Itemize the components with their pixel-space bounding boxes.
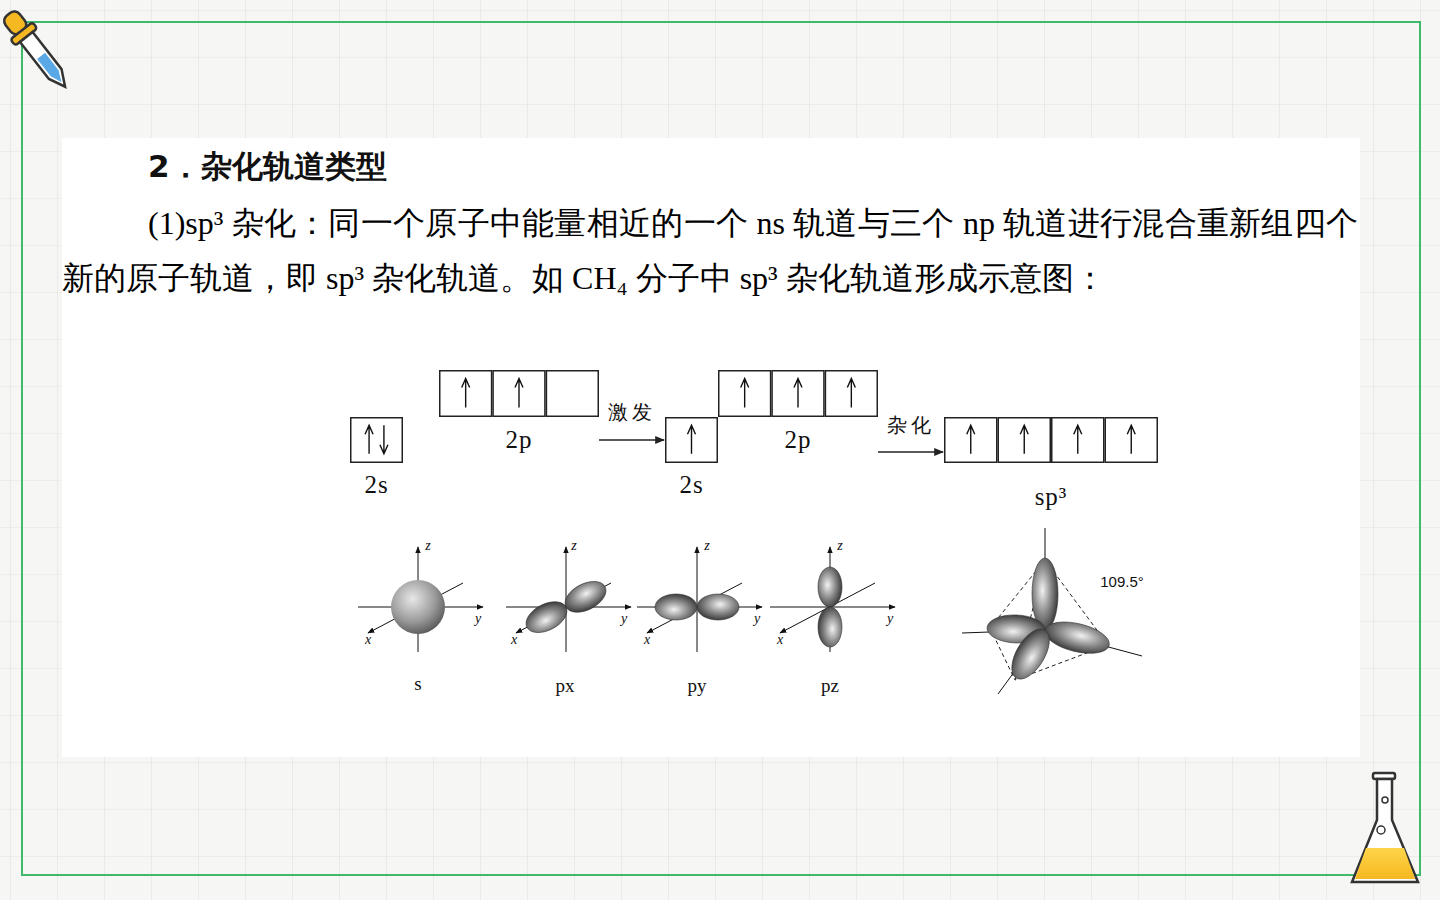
orbital-label: py: [688, 676, 707, 695]
orbital-cells: [439, 370, 599, 417]
orbital-name: 2s: [350, 471, 403, 499]
orbital-cell: [440, 371, 492, 417]
section-title: 2．杂化轨道类型: [148, 146, 387, 188]
s-orbital: [391, 580, 445, 634]
orbital-lobe: [655, 594, 697, 620]
axis-label: y: [887, 612, 893, 626]
orbital-label: pz: [821, 676, 839, 695]
axis-label: y: [475, 612, 481, 626]
axis-label: y: [754, 612, 760, 626]
coordinate-axis: [647, 583, 742, 633]
axis-label: y: [621, 612, 627, 626]
orbital-label: 109.5°: [1100, 574, 1144, 589]
orbital-cells: [350, 417, 403, 463]
axis-label: x: [365, 633, 371, 647]
orbital-cell: [945, 418, 997, 463]
frame: [22, 22, 1420, 875]
axis-label: x: [511, 633, 517, 647]
electron-spin-arrow: [1020, 425, 1028, 454]
orbital-lobe: [1042, 616, 1113, 659]
orbital-lobe: [521, 595, 572, 638]
sp3-tetrahedral-orbitals: [962, 528, 1142, 694]
orbital-cell: [825, 371, 877, 417]
axis-label: x: [644, 633, 650, 647]
electron-spin-arrow: [365, 425, 373, 454]
orbital-box-group: sp³: [944, 417, 1158, 513]
electron-spin-arrow: [794, 378, 802, 407]
process-arrow: [599, 439, 664, 440]
orbital-box-group: 2s: [350, 417, 403, 501]
orbital-cell: [1105, 418, 1157, 463]
coordinate-axis: [697, 547, 698, 652]
orbital-cell: [546, 371, 598, 417]
orbital-cell: [998, 418, 1050, 463]
orbital-cells: [718, 370, 878, 417]
orbital-figure: [770, 547, 895, 652]
orbital-lobe: [818, 567, 842, 607]
orbital-name: 2s: [665, 471, 718, 499]
electron-spin-arrow: [967, 425, 975, 454]
orbital-cell: [351, 418, 403, 463]
electron-spin-arrow: [380, 425, 388, 454]
orbital-cells: [944, 417, 1158, 463]
electron-spin-arrow: [847, 378, 855, 407]
orbital-cells: [665, 417, 718, 463]
orbital-lobe: [560, 575, 611, 618]
orbital-figure: [506, 547, 631, 652]
orbital-box-group: 2s: [665, 417, 718, 501]
electron-spin-arrow: [688, 425, 696, 454]
orbital-cell: [493, 371, 545, 417]
orbital-name: 2p: [439, 426, 599, 454]
orbital-box-group: 2p: [718, 370, 878, 456]
orbital-figure: [637, 547, 762, 652]
axis-label: z: [837, 539, 842, 553]
orbital-cell: [772, 371, 824, 417]
body-paragraph: (1)sp³ 杂化：同一个原子中能量相近的一个 ns 轨道与三个 np 轨道进行…: [62, 196, 1358, 306]
arrow-label: 杂化: [887, 415, 935, 435]
orbital-label: s: [414, 674, 421, 693]
orbital-box-group: 2p: [439, 370, 599, 456]
orbital-lobe: [818, 607, 842, 647]
electron-spin-arrow: [1127, 425, 1135, 454]
axis-label: z: [571, 539, 576, 553]
orbital-cell: [666, 418, 718, 463]
panel: [62, 138, 1360, 757]
flask-icon: [1352, 773, 1418, 882]
electron-spin-arrow: [462, 378, 470, 407]
dropper-icon: [0, 6, 76, 96]
orbital-figure: [358, 547, 483, 652]
electron-spin-arrow: [741, 378, 749, 407]
orbital-name: 2p: [718, 426, 878, 454]
electron-spin-arrow: [1074, 425, 1082, 454]
orbital-lobe: [1004, 623, 1057, 685]
axis-label: z: [704, 539, 709, 553]
orbital-name: sp³: [944, 483, 1158, 511]
axis-label: x: [777, 633, 783, 647]
orbital-label: px: [556, 676, 575, 695]
arrow-label: 激发: [608, 402, 656, 422]
orbital-cell: [719, 371, 771, 417]
orbital-cell: [1052, 418, 1104, 463]
axis-label: z: [425, 539, 430, 553]
process-arrow: [878, 451, 943, 452]
orbital-lobe: [697, 594, 739, 620]
electron-spin-arrow: [515, 378, 523, 407]
